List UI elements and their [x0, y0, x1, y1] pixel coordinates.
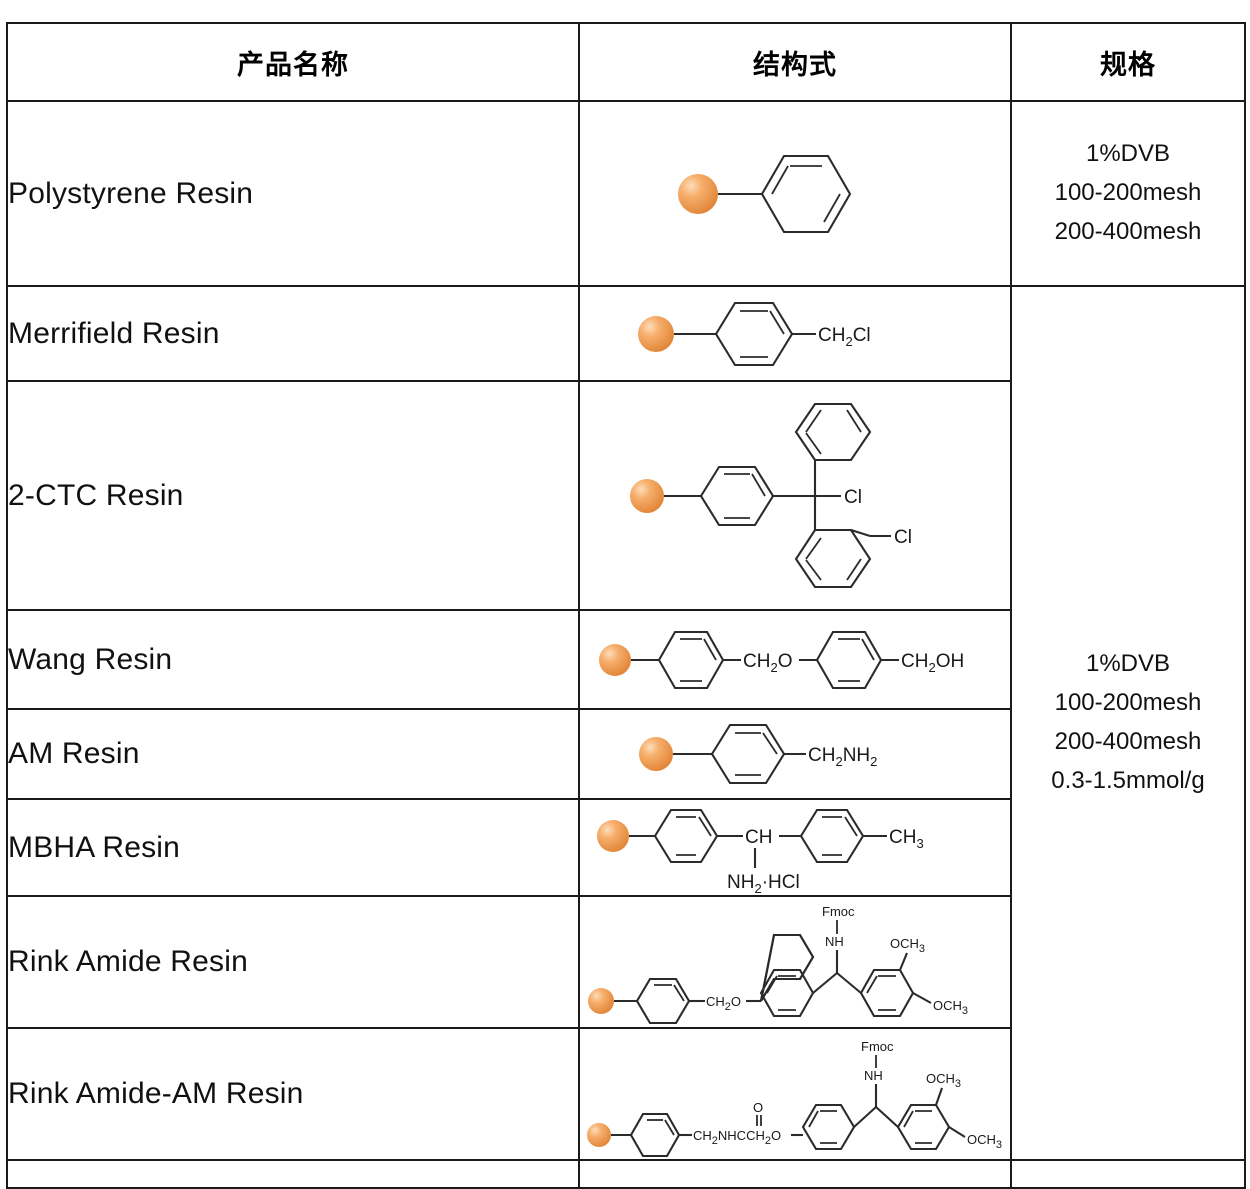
- structure-cell-2ctc: Cl: [578, 380, 1012, 611]
- benzene-ring: [759, 933, 815, 1002]
- benzene-ring: [896, 1103, 951, 1151]
- atom-label: CH2Cl: [818, 325, 871, 349]
- atom-label: O: [753, 1100, 763, 1115]
- atom-label: CH2O: [706, 994, 741, 1013]
- table-row: Wang Resin: [6, 609, 1245, 710]
- atom-label: CH2OH: [901, 651, 964, 675]
- resin-bead-icon: [588, 988, 614, 1014]
- benzene-ring: [859, 968, 915, 1018]
- two-ctc-structure: Cl: [630, 402, 912, 589]
- atom-label: CH2NH2: [808, 745, 877, 769]
- atom-label: CH2NHCCH2O: [693, 1128, 781, 1147]
- product-name-mbha: MBHA Resin: [6, 798, 580, 897]
- atom-label: Fmoc: [861, 1039, 894, 1054]
- product-name-wang: Wang Resin: [6, 609, 580, 710]
- spec-cell-partial: [1010, 1159, 1246, 1189]
- rink-amide-am-structure: CH2NHCCH2O O: [587, 1039, 1002, 1158]
- table-row: Polystyrene Resin: [6, 100, 1246, 287]
- resin-product-table: 产品名称 结构式 规格 Polystyrene Resin: [6, 22, 1246, 1189]
- product-name-partial: [6, 1159, 580, 1189]
- benzene-ring: [653, 808, 719, 863]
- structure-cell-wang: CH2O CH2OH: [578, 609, 1012, 710]
- header-product-name: 产品名称: [6, 22, 580, 102]
- benzene-ring: [815, 630, 883, 689]
- rink-amide-structure: CH2O: [588, 904, 968, 1025]
- merrifield-structure: CH2Cl: [638, 301, 871, 366]
- atom-label: OCH3: [926, 1071, 961, 1090]
- structure-cell-partial: [578, 1159, 1012, 1189]
- product-name-merrifield: Merrifield Resin: [6, 285, 580, 382]
- benzene-ring: [699, 465, 775, 527]
- header-specification: 规格: [1010, 22, 1246, 102]
- spec-line: 1%DVB: [1085, 650, 1171, 678]
- atom-label: NH2·HCl: [727, 872, 800, 894]
- benzene-ring: [635, 977, 691, 1025]
- product-name-rink-amide: Rink Amide Resin: [6, 895, 580, 1029]
- structure-cell-rink-amide-am: CH2NHCCH2O O: [578, 1027, 1012, 1161]
- structure-cell-am: CH2NH2: [578, 708, 1012, 800]
- resin-bead-icon: [678, 173, 718, 214]
- atom-label: Fmoc: [822, 904, 855, 919]
- structure-cell-rink-amide: CH2O: [578, 895, 1012, 1029]
- polystyrene-structure: [678, 154, 852, 233]
- resin-bead-icon: [639, 737, 673, 771]
- atom-label: CH2O: [743, 651, 792, 675]
- product-name-am: AM Resin: [6, 708, 580, 800]
- atom-label: OCH3: [967, 1132, 1002, 1151]
- table-header-row: 产品名称 结构式 规格: [6, 22, 1246, 102]
- spec-line: 100-200mesh: [1054, 179, 1202, 207]
- spec-line: 0.3-1.5mmol/g: [1051, 766, 1205, 794]
- benzene-ring: [794, 528, 872, 589]
- spec-line: 1%DVB: [1085, 140, 1171, 168]
- table-row: MBHA Resin: [6, 798, 1245, 897]
- benzene-ring: [760, 154, 852, 233]
- benzene-ring: [710, 723, 786, 785]
- benzene-ring: [759, 968, 815, 1018]
- atom-label: Cl: [844, 487, 862, 508]
- spec-cell-group-1: 1%DVB 100-200mesh 200-400mesh: [1010, 100, 1246, 287]
- atom-label: OCH3: [933, 998, 968, 1017]
- resin-bead-icon: [630, 479, 664, 513]
- structure-cell-mbha: CH NH2·HCl CH3: [578, 798, 1012, 897]
- resin-bead-icon: [638, 315, 674, 352]
- spec-line: 200-400mesh: [1054, 728, 1202, 755]
- atom-label: CH: [745, 827, 772, 848]
- table-row: Merrifield Resin: [6, 285, 1246, 1161]
- spec-line: 100-200mesh: [1054, 689, 1202, 717]
- table-row: Rink Amide-AM Resin: [6, 1027, 1245, 1161]
- am-structure: CH2NH2: [639, 723, 877, 785]
- atom-label: OCH3: [890, 936, 925, 955]
- benzene-ring: [629, 1112, 681, 1158]
- structure-cell-merrifield: CH2Cl: [578, 285, 1012, 382]
- benzene-ring: [794, 402, 872, 462]
- atom-label: Cl: [894, 527, 912, 548]
- benzene-ring: [657, 630, 725, 689]
- table-row: Rink Amide Resin: [6, 895, 1245, 1029]
- product-name-rink-amide-am: Rink Amide-AM Resin: [6, 1027, 580, 1161]
- table-row: 2-CTC Resin: [6, 380, 1245, 611]
- product-name-polystyrene: Polystyrene Resin: [6, 100, 580, 287]
- benzene-ring: [799, 808, 865, 863]
- table-row: AM Resin C: [6, 708, 1245, 800]
- header-structure: 结构式: [578, 22, 1012, 102]
- atom-label: NH: [825, 934, 844, 949]
- atom-label: NH: [864, 1068, 883, 1083]
- resin-bead-icon: [587, 1123, 611, 1147]
- table-row-partial: [6, 1159, 1246, 1189]
- wang-structure: CH2O CH2OH: [599, 630, 964, 689]
- benzene-ring: [714, 301, 794, 366]
- benzene-ring: [801, 1103, 856, 1151]
- atom-label: CH3: [889, 827, 924, 851]
- resin-bead-icon: [599, 643, 631, 676]
- structure-cell-polystyrene: [578, 100, 1012, 287]
- spec-line: 200-400mesh: [1054, 217, 1202, 245]
- resin-bead-icon: [597, 819, 629, 852]
- product-name-2ctc: 2-CTC Resin: [6, 380, 580, 611]
- mbha-structure: CH NH2·HCl CH3: [597, 808, 924, 894]
- spec-cell-group-2: 1%DVB 100-200mesh 200-400mesh 0.3-1.5mmo…: [1010, 285, 1246, 1161]
